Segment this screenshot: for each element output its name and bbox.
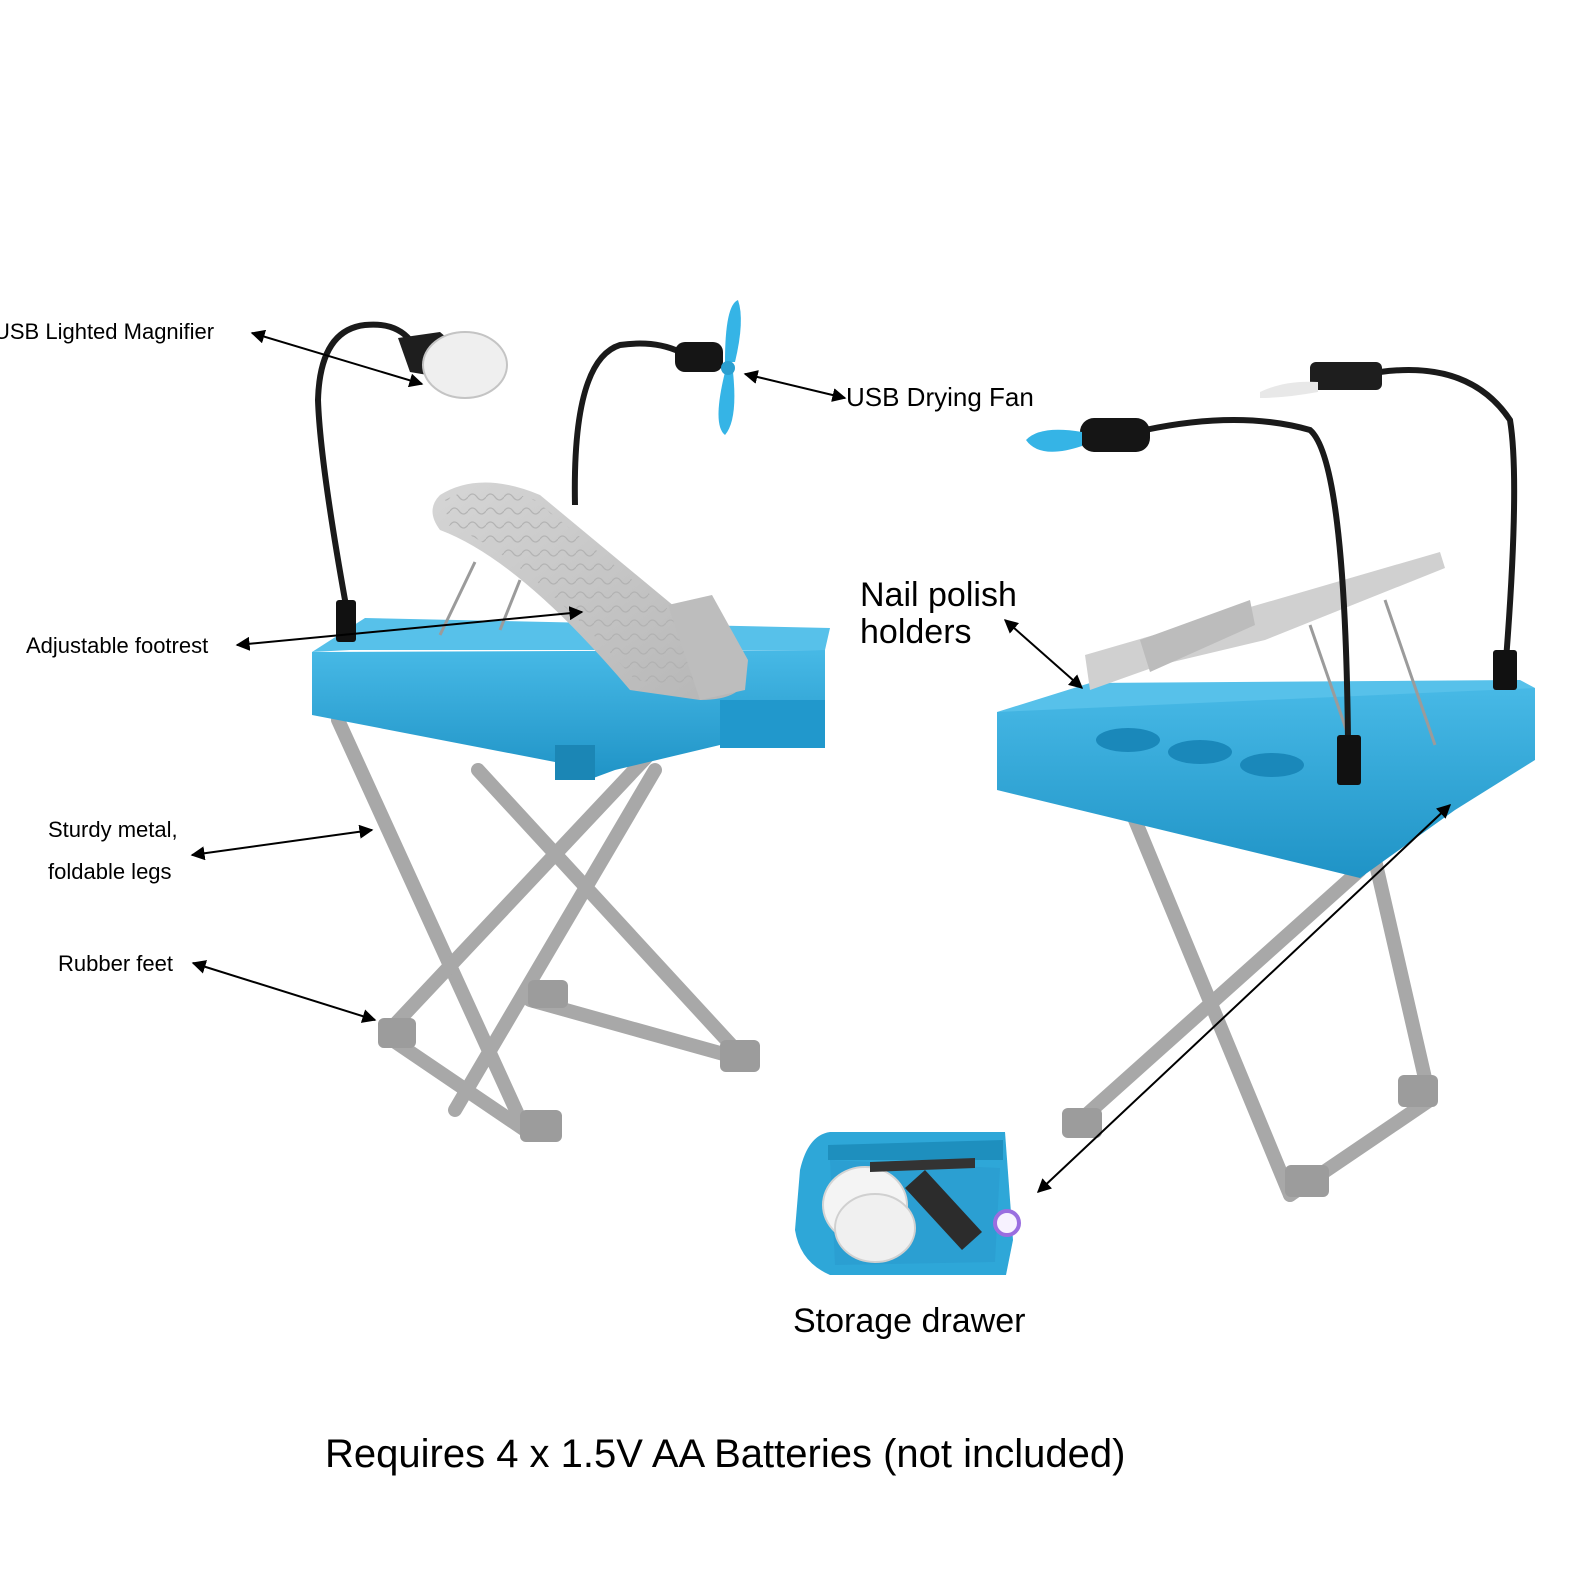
label-legs-line1: Sturdy metal, xyxy=(48,817,178,842)
label-polish-line2: holders xyxy=(860,613,972,651)
arrow-polish-holders xyxy=(1003,619,1084,689)
label-polish-line1: Nail polish xyxy=(860,576,1017,614)
storage-drawer-photo xyxy=(795,1132,1021,1275)
label-feet: Rubber feet xyxy=(58,951,173,976)
rubber-feet-left xyxy=(378,980,760,1142)
magnifier-right xyxy=(1260,362,1518,690)
arrow-feet xyxy=(191,960,377,1023)
arrow-fan xyxy=(743,370,847,402)
label-footrest: Adjustable footrest xyxy=(26,633,209,658)
tray-right xyxy=(997,680,1535,878)
fan-left xyxy=(571,300,741,506)
arrow-drawer xyxy=(1036,804,1452,1193)
label-magnifier: USB Lighted Magnifier xyxy=(0,319,215,344)
metal-legs-right xyxy=(1068,813,1437,1202)
arrow-footrest xyxy=(235,606,584,651)
label-legs-line2: foldable legs xyxy=(48,859,172,884)
right-stand xyxy=(997,362,1535,1202)
tray-left xyxy=(312,618,830,780)
footrest-left xyxy=(432,482,748,700)
fan-right xyxy=(1026,417,1361,785)
metal-legs-left xyxy=(331,713,752,1137)
label-fan: USB Drying Fan xyxy=(846,382,1034,412)
footer-batteries-note: Requires 4 x 1.5V AA Batteries (not incl… xyxy=(325,1432,1126,1476)
label-drawer: Storage drawer xyxy=(793,1302,1026,1340)
left-stand xyxy=(312,300,830,1142)
arrow-legs xyxy=(190,824,374,861)
arrow-magnifier xyxy=(250,329,424,388)
annotation-arrows xyxy=(190,329,1452,1193)
